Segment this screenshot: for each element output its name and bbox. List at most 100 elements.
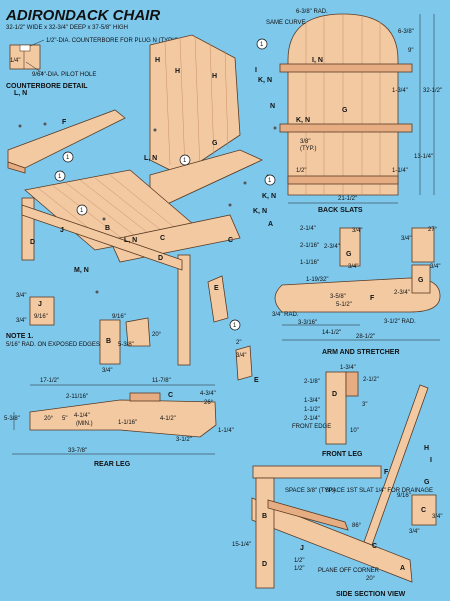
svg-text:1: 1 — [183, 158, 187, 164]
label-kn-2: K, N — [262, 193, 276, 200]
arm-a1: 2-1/4" — [300, 226, 316, 232]
back-slat-lines — [164, 35, 229, 171]
rear-leg-shape — [29, 399, 217, 438]
label-ln-3: L, N — [124, 237, 137, 244]
side-section-view: SPACE 3/8" (TYP.) SPACE 1ST SLAT 1/4" FO… — [232, 384, 433, 598]
rl-d13: 1-1/4" — [218, 428, 234, 434]
label-c-2: C — [228, 237, 233, 244]
back-d3: 32-1/2" — [423, 88, 442, 94]
svg-text:1: 1 — [233, 323, 237, 329]
part-j-detail — [29, 296, 55, 326]
counterbore-hole — [19, 44, 31, 52]
arm-label-g2: G — [346, 251, 352, 258]
pb-label: B — [106, 338, 111, 345]
side-label-b: B — [262, 513, 267, 520]
bs-label-i: I, N — [312, 57, 323, 64]
note1-title: NOTE 1. — [6, 333, 33, 340]
pc-label: C — [421, 507, 426, 514]
pj-d2: 9/16" — [34, 314, 48, 320]
rear-leg-title: REAR LEG — [94, 461, 131, 468]
note-1: NOTE 1. 5/16" RAD. ON EXPOSED EDGES — [6, 333, 100, 348]
subtitle: 32-1/2" WIDE x 32-3/4" DEEP x 37-5/8" HI… — [6, 25, 128, 31]
arm-stretcher-view: 2-1/4" 2-1/16" 1-1/16" 1-19/32" 3/4" 2-3… — [272, 226, 440, 356]
pj-label: J — [38, 301, 42, 308]
side-label-j: J — [300, 545, 304, 552]
upper-back-brace — [279, 63, 413, 73]
leader-bore — [29, 39, 45, 47]
label-n: N — [270, 103, 275, 110]
back-slats-title: BACK SLATS — [318, 207, 363, 214]
counterbore-detail: 1/2"-DIA. COUNTERBORE FOR PLUG N (TYPICA… — [6, 38, 187, 90]
arm-rad: 3/4" RAD. — [272, 312, 299, 318]
back-d8: 1-1/4" — [392, 168, 408, 174]
arm-a11: 5-1/2" — [336, 302, 352, 308]
part-e — [207, 275, 229, 323]
arm-a7: 3/4" — [348, 264, 358, 270]
front-leg-title: FRONT LEG — [322, 451, 363, 458]
svg-text:1: 1 — [58, 174, 62, 180]
front-leg-notch — [345, 371, 359, 397]
fl-d2: 2-1/8" — [304, 379, 320, 385]
bs-label-kn: K, N — [296, 117, 310, 124]
rl-d8: 5" — [62, 416, 67, 422]
label-kn-1: K, N — [258, 77, 272, 84]
side-s3: 20° — [366, 576, 376, 582]
stretcher-end — [411, 227, 435, 263]
side-label-h: H — [424, 445, 429, 452]
lower-back-brace — [279, 123, 413, 133]
stretcher-piece — [339, 227, 361, 267]
side-label-f: F — [384, 469, 389, 476]
svg-text:1: 1 — [80, 208, 84, 214]
front-leg-view: 1-3/4" 2-1/8" 2-1/2" 1-3/4" 3" 1-1/2" 2-… — [292, 365, 379, 458]
svg-text:1: 1 — [260, 42, 264, 48]
label-d-2: D — [158, 255, 163, 262]
title: ADIRONDACK CHAIR — [5, 7, 160, 24]
pb-d2: 5-3/8" — [118, 342, 134, 348]
side-label-c: C — [372, 543, 377, 550]
note-callouts: 1 1 1 1 1 1 1 — [54, 38, 276, 331]
rl-d11: 1-1/16" — [118, 420, 137, 426]
arm-a13: 3-3/16" — [298, 320, 317, 326]
back-d7: 1/2" — [296, 168, 306, 174]
fl-d6: 1-1/2" — [304, 407, 320, 413]
label-i: I — [255, 67, 257, 74]
side-seat-slats — [267, 499, 349, 531]
back-d1: 6-3/8" — [398, 29, 414, 35]
arm-a4: 1-19/32" — [306, 277, 328, 283]
arm-a17: 3/4" — [430, 264, 440, 270]
part-b-bevel — [125, 317, 151, 347]
rl-d15: 33-7/8" — [68, 448, 87, 454]
rl-d7: 20° — [44, 416, 54, 422]
bottom-brace — [287, 175, 399, 185]
rl-d1: 17-1/2" — [40, 378, 59, 384]
part-c-detail — [411, 494, 437, 526]
rl-d6: 5-3/8" — [4, 416, 20, 422]
rear-leg-view: 17-1/2" 11-7/8" 2-11/16" 4-3/4" 26° 5-3/… — [4, 378, 234, 468]
side-label-a: A — [400, 565, 405, 572]
arm-a12: 2-3/4" — [394, 290, 410, 296]
arm-a3: 1-1/16" — [300, 260, 319, 266]
front-leg-right — [177, 254, 191, 366]
part-e-detail — [235, 345, 253, 381]
side-label-g: G — [424, 479, 430, 486]
bs-label-g: G — [342, 107, 348, 114]
arm-stretcher-title: ARM AND STRETCHER — [322, 349, 400, 356]
side-section-title: SIDE SECTION VIEW — [336, 591, 406, 598]
arm-a9: 3/4" — [401, 236, 411, 242]
rl-d3: 2-11/16" — [66, 394, 88, 400]
back-d2: 9" — [408, 48, 413, 54]
label-g: G — [212, 140, 218, 147]
rl-d14: 3-1/2" — [176, 437, 192, 443]
fl-front-edge: FRONT EDGE — [292, 424, 331, 430]
side-space1: SPACE 3/8" (TYP.) — [285, 488, 335, 494]
arm-a14: 14-1/2" — [322, 330, 341, 336]
back-rad: 6-3/8" RAD. — [296, 9, 328, 15]
label-ln-1: L, N — [14, 90, 27, 97]
label-b: B — [105, 225, 110, 232]
arm-label-g: G — [418, 277, 424, 284]
rl-d10: (MIN.) — [76, 421, 93, 427]
arm-left — [7, 109, 126, 169]
side-arm — [252, 465, 382, 479]
